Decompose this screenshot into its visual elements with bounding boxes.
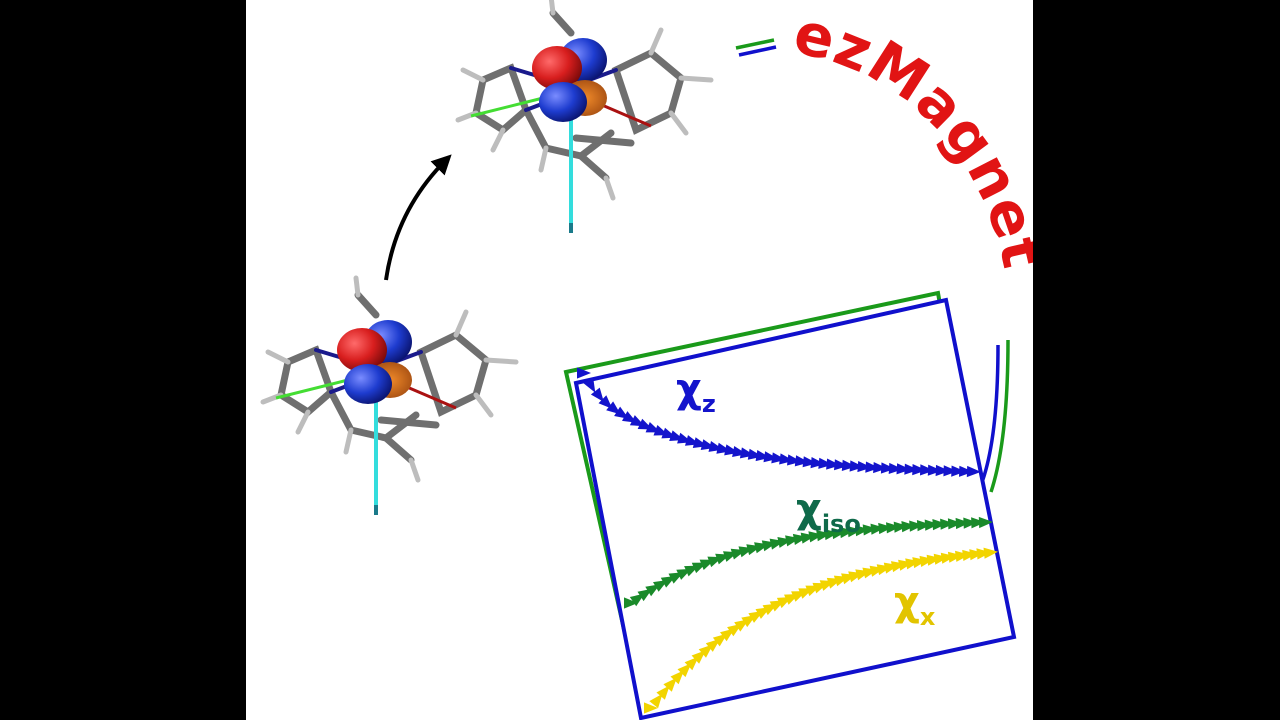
chi-iso-marker xyxy=(886,522,901,534)
chi-z-marker xyxy=(818,457,833,469)
chi-z-marker xyxy=(959,465,974,477)
rotation-arrow-icon xyxy=(384,154,452,281)
chi-x-marker xyxy=(962,549,977,561)
chi-x-curve xyxy=(644,547,998,714)
chi-iso-label: χiso xyxy=(796,486,861,538)
chi-z-marker xyxy=(794,455,810,467)
chi-z-marker xyxy=(802,456,818,468)
chi-z-marker xyxy=(920,464,935,476)
chi-z-marker xyxy=(880,462,896,474)
chi-x-marker xyxy=(947,551,963,563)
chi-z-marker xyxy=(841,459,857,471)
brand-title: ezMagnet xyxy=(788,0,1033,274)
chi-z-marker xyxy=(912,464,927,476)
chi-z-marker xyxy=(888,462,903,474)
chi-iso-marker xyxy=(955,517,970,530)
arc-blue xyxy=(738,45,777,57)
ezmagnet-figure: ezMagnet χz χiso χx xyxy=(246,0,1033,720)
chi-iso-marker xyxy=(855,525,870,537)
chi-x-marker xyxy=(976,548,991,560)
chi-x-marker xyxy=(670,670,685,685)
chi-z-marker xyxy=(834,459,849,471)
molecule-rotated xyxy=(458,0,711,233)
arc-green-right xyxy=(989,339,1010,493)
chi-z-marker xyxy=(826,458,841,470)
chi-z-marker xyxy=(896,463,911,475)
chi-z-curve xyxy=(577,367,981,478)
chi-x-marker xyxy=(677,663,692,678)
chi-iso-marker xyxy=(862,524,878,536)
chi-z-marker xyxy=(787,454,802,466)
chi-z-marker xyxy=(943,465,958,477)
chi-iso-marker xyxy=(624,597,638,609)
arc-blue-right xyxy=(979,344,1000,486)
chi-z-marker xyxy=(577,367,591,379)
figure-canvas: ezMagnet χz χiso χx xyxy=(246,0,1033,720)
chi-z-marker xyxy=(873,462,888,474)
chi-z-marker xyxy=(904,463,919,475)
chi-x-marker xyxy=(656,685,670,700)
plot-frame-blue xyxy=(573,297,1017,720)
chi-iso-marker xyxy=(940,518,955,530)
chi-x-marker xyxy=(698,644,713,658)
chi-x-marker xyxy=(983,547,998,559)
chi-z-label: χz xyxy=(676,366,716,418)
chi-z-marker xyxy=(583,377,596,393)
chi-z-marker xyxy=(606,401,621,415)
chi-x-marker xyxy=(684,656,699,671)
chi-z-marker xyxy=(810,457,825,469)
chi-iso-marker xyxy=(847,526,862,538)
chi-z-marker xyxy=(966,465,981,478)
chi-z-marker xyxy=(935,464,950,477)
chi-iso-marker xyxy=(924,519,939,531)
chi-iso-marker xyxy=(916,520,932,532)
chi-iso-marker xyxy=(978,516,993,529)
chi-z-marker xyxy=(865,461,880,473)
chi-z-marker xyxy=(779,453,794,465)
chi-x-marker xyxy=(955,550,970,562)
chi-x-marker xyxy=(649,693,663,709)
arc-green xyxy=(735,38,775,50)
chi-iso-marker xyxy=(932,519,947,531)
chi-z-marker xyxy=(598,395,613,409)
chi-z-marker xyxy=(849,460,864,472)
chi-x-marker xyxy=(663,677,677,692)
chi-iso-marker xyxy=(878,522,893,535)
chi-x-marker xyxy=(644,702,658,714)
chi-iso-marker xyxy=(870,523,885,535)
chi-iso-marker xyxy=(971,517,986,529)
chi-x-marker xyxy=(969,549,984,561)
chi-z-marker xyxy=(857,461,872,473)
chi-z-marker xyxy=(951,465,966,477)
chi-iso-curve xyxy=(624,516,993,609)
plot-panel: χz χiso χx xyxy=(563,290,1017,720)
chi-z-marker xyxy=(590,387,604,402)
chi-iso-marker xyxy=(893,521,909,533)
chi-x-label: χx xyxy=(894,579,936,631)
chi-iso-marker xyxy=(839,527,854,539)
chi-z-marker xyxy=(927,464,942,476)
chi-iso-marker xyxy=(831,527,847,540)
chi-iso-marker xyxy=(901,521,916,533)
chi-x-marker xyxy=(691,650,706,664)
chi-iso-marker xyxy=(963,517,978,529)
chi-iso-marker xyxy=(909,520,924,532)
chi-iso-marker xyxy=(947,518,963,530)
molecule-with-orbitals xyxy=(263,278,516,515)
